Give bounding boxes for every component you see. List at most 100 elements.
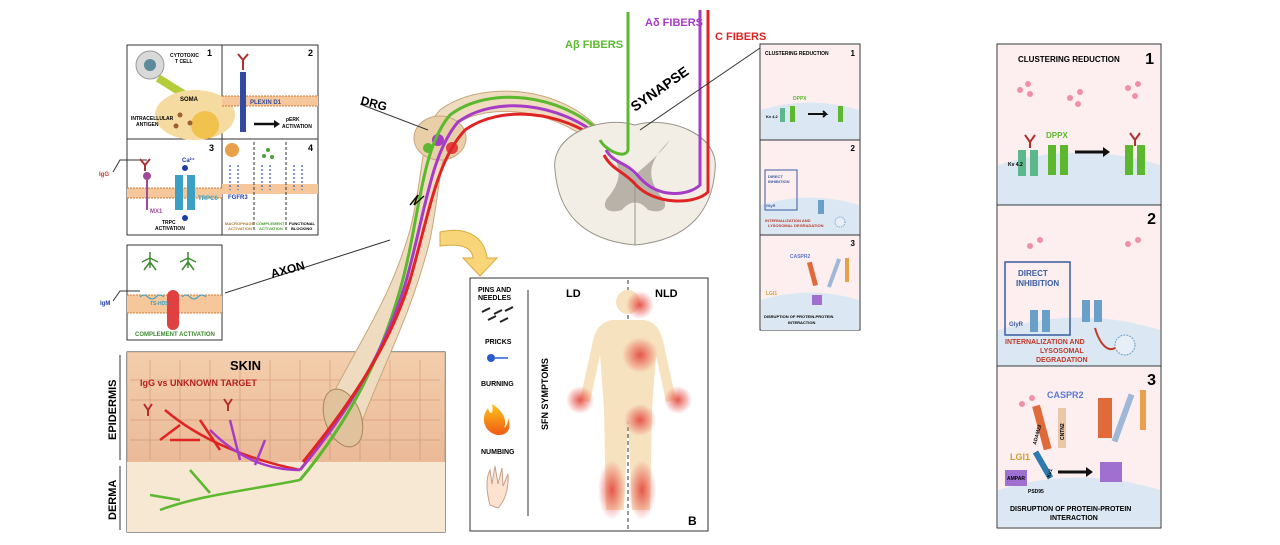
left-panel-grid: 1 CYTOTOXIC T CELL SOMA INTRACELLULAR AN… <box>99 44 319 236</box>
small-dppx-label: DPPX <box>793 96 807 102</box>
macrophage-activation-label: ACTIVATION <box>228 226 252 231</box>
big-cntn2-label: CNTN2 <box>1060 423 1066 440</box>
perk-label: pERK <box>286 117 300 123</box>
panel-4-number: 4 <box>308 143 313 153</box>
axon-complement-panel: TS-HDS COMPLEMENT ACTIVATION IgM <box>100 244 223 341</box>
arrow-icon <box>439 229 499 277</box>
ts-hds-label: TS-HDS <box>150 301 169 307</box>
antigen-label: ANTIGEN <box>136 122 159 128</box>
small-lyso-label: LYSOSOMAL DEGRADATION <box>768 223 824 228</box>
complement-label: COMPLEMENT <box>256 221 285 226</box>
big-p3-number: 3 <box>1147 372 1156 389</box>
panel-4-fgfr3: 4 FGFR3 MACROPHAGE ACTIVATION COMPLEMENT… <box>222 142 318 232</box>
big-caspr2-label: CASPR2 <box>1047 390 1084 400</box>
ca-label: Ca²⁺ <box>182 157 195 164</box>
complement-activation-label: COMPLEMENT ACTIVATION <box>135 332 215 338</box>
igg-unknown-target-label: IgG vs UNKNOWN TARGET <box>140 378 257 388</box>
big-degradation-label: DEGRADATION <box>1036 357 1088 364</box>
antibody-icon <box>1024 134 1036 148</box>
complement-activation-small-label: ACTIVATION <box>259 226 283 231</box>
small-inhibition-label: INHIBITION <box>768 179 790 184</box>
small-lgi1-label: LGI1 <box>766 291 777 297</box>
panel-2-number: 2 <box>308 48 313 58</box>
epidermis-label: EPIDERMIS <box>107 379 119 440</box>
big-kv1-label: Kv1 <box>1046 468 1054 479</box>
pins-label: PINS AND <box>478 287 511 294</box>
big-p1-title: CLUSTERING REDUCTION <box>1018 55 1120 64</box>
ab-fibers-label: Aβ FIBERS <box>565 39 623 51</box>
panel-1-cytotoxic: 1 CYTOTOXIC T CELL SOMA INTRACELLULAR AN… <box>131 48 235 140</box>
numbing-label: NUMBING <box>481 449 515 456</box>
cytotoxic-label: CYTOTOXIC <box>170 53 199 59</box>
lightning-icon <box>409 194 425 206</box>
big-disruption2-label: INTERACTION <box>1050 515 1098 522</box>
panel-3-number: 3 <box>209 143 214 153</box>
needles-label: NEEDLES <box>478 295 511 302</box>
big-p2-number: 2 <box>1147 211 1156 228</box>
symptoms-panel: PINS AND NEEDLES PRICKS BURNING NUMBING … <box>469 277 709 532</box>
small-internal-label: INTERNALIZATION AND <box>765 218 811 223</box>
sfn-symptoms-label: SFN SYMPTOMS <box>540 358 550 430</box>
small-mechanism-panel: CLUSTERING REDUCTION 1 DPPX Kv 4.2 2 DIR… <box>759 43 861 331</box>
small-caspr2-label: CASPR2 <box>790 254 811 260</box>
panel-2-plexin: 2 PLEXIN D1 pERK ACTIVATION <box>222 48 318 132</box>
small-disruption1-label: DISRUPTION OF PROTEIN-PROTEIN <box>764 314 833 319</box>
big-direct-label: DIRECT <box>1018 269 1048 278</box>
mx1-label: MX1 <box>150 209 163 215</box>
big-internal-label: INTERNALIZATION AND <box>1005 339 1085 346</box>
axon-label: AXON <box>269 258 306 280</box>
small-p1-number: 1 <box>851 49 856 58</box>
nld-label: NLD <box>655 288 678 300</box>
skin-panel: EPIDERMIS DERMA SKIN IgG vs UNKNOWN TARG… <box>107 351 446 533</box>
body-silhouette <box>566 290 692 520</box>
trpc6-label: TRPC6 <box>198 196 218 202</box>
large-mechanism-panel: CLUSTERING REDUCTION 1 DPPX Kv 4.2 2 DIR… <box>996 43 1162 529</box>
panel-b-letter: B <box>688 514 697 528</box>
small-glyr-label: GlyR <box>766 203 775 208</box>
pins-icon <box>481 306 514 323</box>
panel-3-trpc6: 3 Ca²⁺ MX1 TRPC6 TRPC ACTIVATION <box>127 143 222 232</box>
derma-label: DERMA <box>107 480 119 520</box>
drg-label: DRG <box>359 93 388 113</box>
antibody-icon <box>1129 132 1141 146</box>
ld-label: LD <box>566 288 581 300</box>
small-direct-label: DIRECT <box>768 174 783 179</box>
macrophage-label: MACROPHAGE <box>225 221 255 226</box>
spinal-cord <box>554 10 761 246</box>
big-lgi1-label: LGI1 <box>1010 452 1030 462</box>
antibody-icon <box>223 398 233 411</box>
igm-label: IgM <box>100 301 110 307</box>
big-glyr-label: GlyR <box>1009 322 1024 328</box>
functional-label: FUNCTIONAL <box>289 221 316 226</box>
hand-icon <box>486 465 509 509</box>
antibody-icon <box>139 158 151 171</box>
soma-label: SOMA <box>180 97 199 103</box>
plexin-label: PLEXIN D1 <box>250 100 282 106</box>
big-disruption1-label: DISRUPTION OF PROTEIN-PROTEIN <box>1010 506 1131 513</box>
trpc-label: TRPC <box>162 220 176 226</box>
small-p3-number: 3 <box>851 239 856 248</box>
fgfr3-label: FGFR3 <box>228 195 248 201</box>
big-dppx-label: DPPX <box>1046 131 1068 140</box>
skin-label: SKIN <box>230 358 261 373</box>
flame-icon <box>483 404 510 436</box>
c-fibers-label: C FIBERS <box>715 31 766 43</box>
small-p2-number: 2 <box>851 144 856 153</box>
big-inhibition-label: INHIBITION <box>1016 279 1059 288</box>
big-kv-label: Kv 4.2 <box>1008 162 1023 168</box>
ad-fibers-label: Aδ FIBERS <box>645 17 703 29</box>
burning-label: BURNING <box>481 381 514 388</box>
trpc-activation-label: ACTIVATION <box>155 226 185 232</box>
synapse-label: SYNAPSE <box>628 63 692 114</box>
perk-activation-label: ACTIVATION <box>282 124 312 130</box>
big-p1-number: 1 <box>1145 51 1154 68</box>
big-psd95-label: PSD95 <box>1028 489 1044 495</box>
antibody-icon <box>143 403 153 416</box>
pin-icon <box>487 354 495 362</box>
intracellular-label: INTRACELLULAR <box>131 116 174 122</box>
big-adam22-label: ADAM22 <box>1032 424 1043 446</box>
panel-1-number: 1 <box>207 48 212 58</box>
blocking-label: BLOCKING <box>291 226 312 231</box>
big-ampar-label: AMPAR <box>1007 476 1025 482</box>
